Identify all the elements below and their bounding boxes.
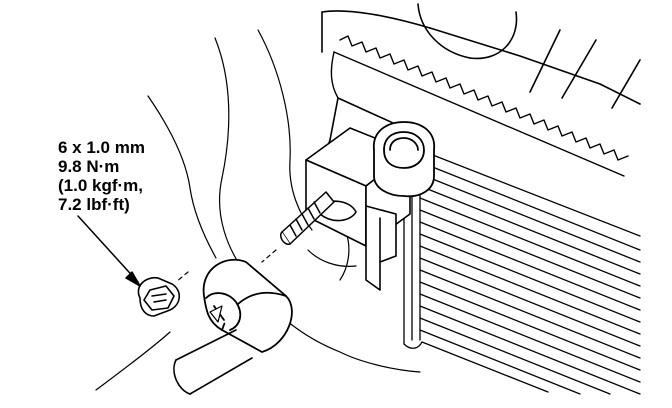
upper-housing [321, 3, 641, 109]
support-rod [173, 329, 253, 395]
torque-kgfm-label: (1.0 kgf·m, [58, 176, 144, 195]
pointer-arrow-icon [77, 215, 141, 287]
lower-mount-bushing [202, 258, 293, 353]
upper-mount-grommet [373, 121, 435, 198]
torque-spec-callout: 6 x 1.0 mm 9.8 N·m (1.0 kgf·m, 7.2 lbf·f… [58, 138, 145, 214]
torque-nm-label: 9.8 N·m [58, 157, 120, 176]
bracket-tab [365, 205, 397, 291]
bolt-size-label: 6 x 1.0 mm [58, 138, 145, 157]
alignment-line [175, 249, 277, 283]
radiator-core-fins [403, 149, 641, 395]
tank-serrated-edge [330, 35, 629, 177]
torque-lbfft-label: 7.2 lbf·ft) [58, 195, 130, 214]
stud-bolt-icon [279, 191, 335, 245]
flange-nut-icon [137, 276, 181, 317]
